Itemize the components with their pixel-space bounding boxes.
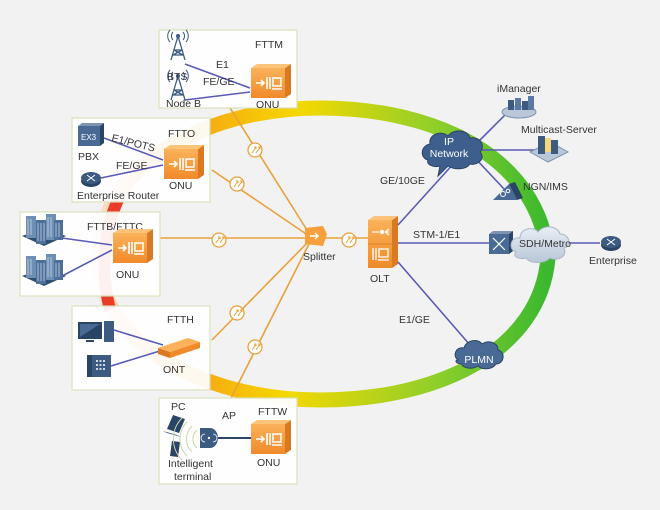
scenario-label-ftto: FTTO [168,128,195,140]
sdh-metro-cloud: SDH/Metro [510,226,571,263]
ip-network-label-line1: IP [444,136,454,148]
wifi-waves-icon [172,417,198,461]
link-label-stm1e1: STM-1/E1 [413,229,460,241]
bts-label: BTS [167,71,187,83]
intelligent-terminal-label-line2: terminal [174,471,211,483]
intelligent-terminal-label-line1: Intelligent [168,458,213,470]
onu-label: ONU [257,457,280,469]
nodeb-label: Node B [166,98,201,110]
svg-text:EX3: EX3 [81,133,97,142]
olt-icon [368,216,398,268]
ont-icon [158,338,200,358]
multicast-server-icon [528,136,570,163]
coupler-icon [341,232,357,248]
onu-label: ONU [169,180,192,192]
ngn-ims-label: NGN/IMS [523,181,568,193]
onu-label: ONU [256,99,279,111]
coupler-icon [211,232,227,248]
phone-icon [87,355,111,377]
splitter-icon [305,226,327,246]
sdh-switch-icon [489,231,513,254]
scenario-ftth: FTTH ONT [71,305,211,391]
scenario-fttw: FTTW PC AP ONU Intelligent terminal [158,397,298,485]
onu-icon [250,63,292,99]
plmn-cloud: PLMN [454,340,504,370]
onu-icon [250,419,292,455]
enterprise-router-label: Enterprise Router [77,190,160,202]
multicast-server-label: Multicast-Server [521,124,597,136]
onu-icon [163,144,205,180]
ip-network-label-line2: Network [430,148,469,160]
onu-icon [112,228,154,264]
pc-icon [78,321,114,342]
coupler-icon [247,142,263,158]
olt-uplinks [397,109,600,346]
plmn-label: PLMN [464,354,493,366]
ont-label: ONT [163,364,186,376]
coupler-icon [247,339,263,355]
coupler-icon [229,305,245,321]
pbx-icon: EX3 [78,123,104,146]
scenario-label-ftth: FTTH [167,314,194,326]
onu-label: ONU [116,269,139,281]
splitter-label: Splitter [303,251,336,263]
scenario-fttb-fttc: FTTB/FTTC ONU [19,211,161,297]
scenario-label-fttw: FTTW [258,406,287,418]
link-label-e1: E1 [216,59,229,71]
scenario-fttm: FTTM BTS Node B E1 FE/GE ONU [158,29,298,111]
enterprise-router-icon [601,236,621,251]
enterprise-label: Enterprise [589,255,637,267]
link-label-ge10ge: GE/10GE [380,175,425,187]
link-label-fege: FE/GE [203,76,235,88]
scenario-label-fttm: FTTM [255,39,283,51]
coupler-icon [229,176,245,192]
link-label-e1ge: E1/GE [399,314,430,326]
fiber-links [160,99,370,411]
ap-icon [200,428,218,448]
ip-network-cloud: IP Network [421,130,483,178]
pc-label: PC [171,401,186,413]
pbx-label: PBX [78,151,99,163]
scenario-ftto: FTTO EX3 PBX Enterprise Router E1/POTS F… [71,117,211,203]
olt-label: OLT [370,273,390,285]
imanager-icon [501,96,537,119]
ngn-ims-icon [493,182,523,200]
sdh-metro-label: SDH/Metro [519,238,571,250]
link-label-fege: FE/GE [116,160,148,172]
ap-label: AP [222,410,236,422]
imanager-label: iManager [497,83,541,95]
enterprise-router-icon [81,172,101,187]
